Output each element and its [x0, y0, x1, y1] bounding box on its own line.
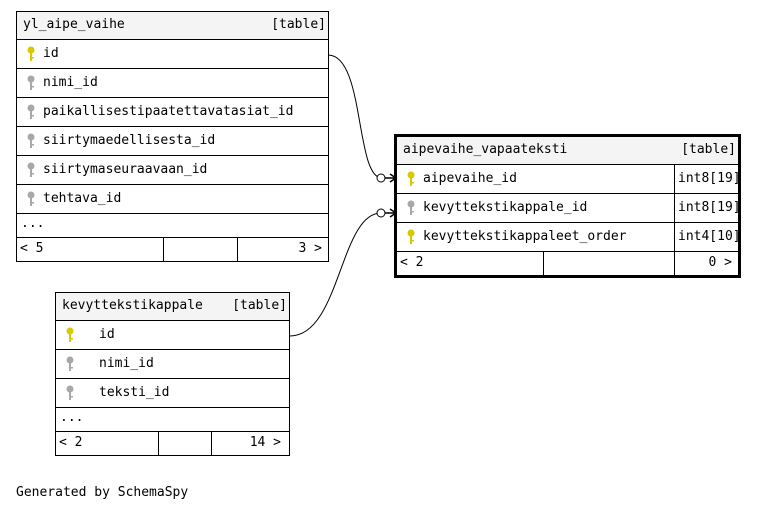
column-row[interactable]: siirtymaseuraavaan_id — [17, 156, 328, 185]
column-type: int8[19] — [674, 194, 741, 222]
column-row[interactable]: paikallisestipaatettavatasiat_id — [17, 98, 328, 127]
column-name[interactable]: nimi_id — [99, 356, 154, 371]
table-name[interactable]: kevyttekstikappale — [62, 298, 203, 313]
table-kevyttekstikappale[interactable]: kevyttekstikappale [table] id nimi_id te… — [55, 292, 290, 456]
foreign-key-icon — [27, 75, 35, 90]
foreign-key-icon — [66, 356, 74, 371]
column-name[interactable]: siirtymaedellisesta_id — [43, 133, 216, 148]
footer-divider — [211, 432, 212, 455]
footer-divider — [543, 252, 544, 275]
parents-label[interactable]: < 2 — [400, 255, 424, 270]
column-name[interactable]: paikallisestipaatettavatasiat_id — [43, 104, 294, 119]
primary-key-icon — [27, 46, 35, 61]
foreign-key-icon — [27, 162, 35, 177]
table-kind: [table] — [232, 298, 287, 313]
table-kind: [table] — [271, 17, 326, 32]
table-name[interactable]: yl_aipe_vaihe — [23, 17, 125, 32]
footer-divider — [158, 432, 159, 455]
column-name[interactable]: id — [43, 46, 59, 61]
table-yl-aipe-vaihe[interactable]: yl_aipe_vaihe [table] id nimi_id paikall… — [16, 11, 329, 262]
column-row[interactable]: aipevaihe_id int8[19] — [397, 165, 741, 194]
column-name[interactable]: teksti_id — [99, 385, 170, 400]
foreign-key-icon — [66, 385, 74, 400]
more-columns-ellipsis: ... — [21, 216, 45, 231]
footer-divider — [163, 238, 164, 261]
table-kind: [table] — [681, 142, 736, 157]
table-header: kevyttekstikappale [table] — [56, 293, 289, 321]
relationship-line-aipevaihe — [327, 54, 383, 179]
children-label[interactable]: 3 > — [298, 241, 322, 256]
table-footer: < 2 0 > — [397, 252, 738, 275]
foreign-key-icon — [27, 104, 35, 119]
relationship-circle-kevyttekstikappale — [376, 208, 386, 218]
table-aipevaihe-vapaateksti[interactable]: aipevaihe_vapaateksti [table] aipevaihe_… — [394, 134, 741, 278]
parents-count[interactable]: < 5 — [17, 238, 163, 261]
foreign-key-icon — [407, 200, 415, 215]
column-row[interactable]: nimi_id — [17, 69, 328, 98]
more-columns-ellipsis: ... — [60, 410, 84, 425]
foreign-key-icon — [27, 191, 35, 206]
children-count[interactable]: 3 > — [238, 238, 328, 261]
column-row[interactable]: tehtava_id — [17, 185, 328, 214]
column-row[interactable]: nimi_id — [56, 350, 289, 379]
table-footer: < 5 3 > — [17, 238, 328, 261]
column-name[interactable]: tehtava_id — [43, 191, 122, 206]
column-row[interactable]: id — [17, 40, 328, 69]
column-type: int8[19] — [674, 165, 741, 193]
primary-key-icon — [407, 171, 415, 186]
table-header: aipevaihe_vapaateksti [table] — [397, 137, 738, 165]
column-name[interactable]: siirtymaseuraavaan_id — [43, 162, 208, 177]
foreign-key-icon — [27, 133, 35, 148]
column-name[interactable]: kevyttekstikappale_id — [423, 200, 588, 215]
footer-divider — [237, 238, 238, 261]
relationship-circle-aipevaihe — [376, 173, 386, 183]
children-count[interactable]: 0 > — [675, 252, 738, 275]
generated-by-label: Generated by SchemaSpy — [16, 485, 189, 500]
relationship-line-kevyttekstikappale — [289, 212, 382, 337]
column-name[interactable]: nimi_id — [43, 75, 98, 90]
more-columns: ... — [17, 214, 328, 238]
column-row[interactable]: id — [56, 321, 289, 350]
column-row[interactable]: siirtymaedellisesta_id — [17, 127, 328, 156]
table-name[interactable]: aipevaihe_vapaateksti — [403, 142, 568, 157]
column-row[interactable]: kevyttekstikappale_id int8[19] — [397, 194, 741, 223]
parents-count[interactable]: < 2 — [56, 432, 158, 455]
column-name[interactable]: id — [99, 327, 115, 342]
more-columns: ... — [56, 408, 289, 432]
column-row[interactable]: kevyttekstikappaleet_order int4[10] — [397, 223, 741, 252]
children-label[interactable]: 14 > — [249, 435, 281, 450]
children-count[interactable]: 14 > — [212, 432, 289, 455]
column-name[interactable]: kevyttekstikappaleet_order — [423, 229, 627, 244]
parents-count[interactable]: < 2 — [397, 252, 543, 275]
column-name[interactable]: aipevaihe_id — [423, 171, 517, 186]
parents-label[interactable]: < 5 — [20, 241, 44, 256]
table-header: yl_aipe_vaihe [table] — [17, 12, 328, 40]
primary-key-icon — [407, 229, 415, 244]
column-row[interactable]: teksti_id — [56, 379, 289, 408]
footer-divider — [674, 252, 675, 275]
parents-label[interactable]: < 2 — [59, 435, 83, 450]
primary-key-icon — [66, 327, 74, 342]
children-label[interactable]: 0 > — [708, 255, 732, 270]
column-type: int4[10] — [674, 223, 741, 251]
table-footer: < 2 14 > — [56, 432, 289, 455]
